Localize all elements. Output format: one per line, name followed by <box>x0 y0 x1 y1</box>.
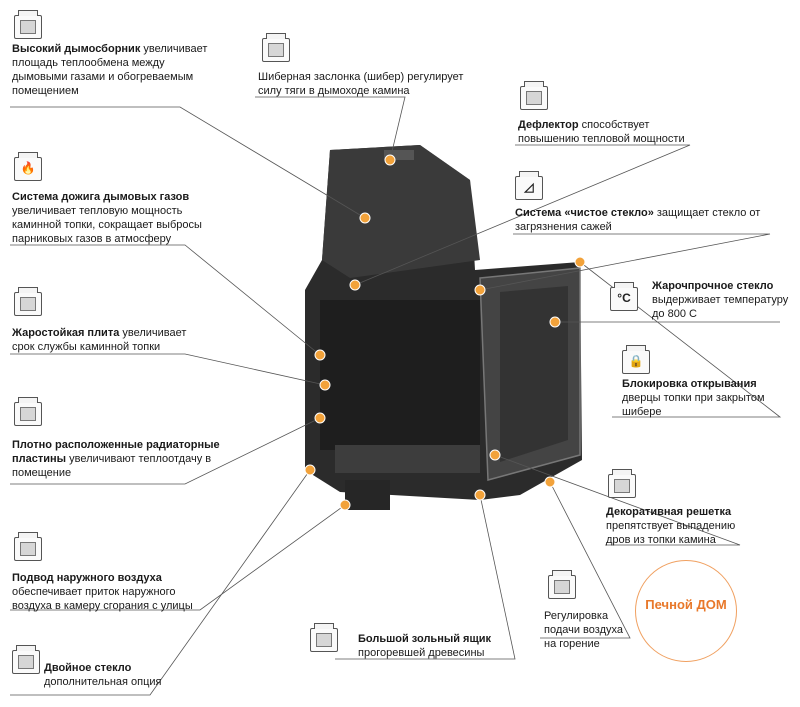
callout-heat-resistant-glass: Жарочпрочное стекло выдерживает температ… <box>652 280 789 320</box>
callout-outside-air: Подвод наружного воздуха обеспечивает пр… <box>12 572 193 612</box>
callout-clean-glass: Система «чистое стекло» защищает стекло … <box>515 207 761 233</box>
fireplace-icon <box>262 33 290 62</box>
callout-damper: Шиберная заслонка (шибер) регулирует сил… <box>258 71 464 97</box>
callout-door-lock: Блокировка открывания дверцы топки при з… <box>622 378 765 418</box>
callout-smoke-collector: Высокий дымосборник увеличивает площадь … <box>12 43 208 97</box>
callout-marker <box>574 256 586 268</box>
fireplace-icon <box>14 10 42 39</box>
callout-marker <box>384 154 396 166</box>
clean-glass-icon: ◿ <box>515 171 543 200</box>
callout-marker <box>314 412 326 424</box>
logo-text: Печной ДОМ <box>645 597 727 612</box>
callout-marker <box>339 499 351 511</box>
callout-marker <box>544 476 556 488</box>
double-glass-icon <box>12 645 40 674</box>
callout-afterburning: Система дожига дымовых газов увеличивает… <box>12 191 202 245</box>
callout-ash-box: Большой зольный ящик прогоревшей древеси… <box>358 633 492 659</box>
callout-deflector: Дефлектор способствует повышению теплово… <box>518 119 685 145</box>
callout-marker <box>489 449 501 461</box>
logo-stamp: Печной ДОМ <box>635 560 737 662</box>
callout-marker <box>549 316 561 328</box>
callout-marker <box>474 284 486 296</box>
lock-icon: 🔒 <box>622 345 650 374</box>
fireplace-icon <box>608 469 636 498</box>
fireplace-icon <box>14 532 42 561</box>
callout-marker <box>349 279 361 291</box>
callout-heat-resistant-plate: Жаростойкая плита увеличивает срок служб… <box>12 327 187 353</box>
callout-marker <box>359 212 371 224</box>
temperature-glass-icon: °C <box>610 282 638 311</box>
callout-radiator-plates: Плотно расположенные радиаторные пластин… <box>12 439 220 479</box>
fireplace-icon <box>548 570 576 599</box>
fireplace-icon <box>520 81 548 110</box>
fireplace-icon <box>14 287 42 316</box>
callout-air-regulation: Регулировка подачи воздуха на горение <box>544 610 623 650</box>
callout-marker <box>474 489 486 501</box>
callout-decorative-grate: Декоративная решетка препятствует выпаде… <box>606 506 736 546</box>
callout-marker <box>304 464 316 476</box>
flame-icon: 🔥 <box>14 152 42 181</box>
fireplace-icon <box>14 397 42 426</box>
callout-marker <box>314 349 326 361</box>
callout-marker <box>319 379 331 391</box>
fireplace-icon <box>310 623 338 652</box>
callout-double-glass: Двойное стекло дополнительная опция <box>44 662 162 688</box>
